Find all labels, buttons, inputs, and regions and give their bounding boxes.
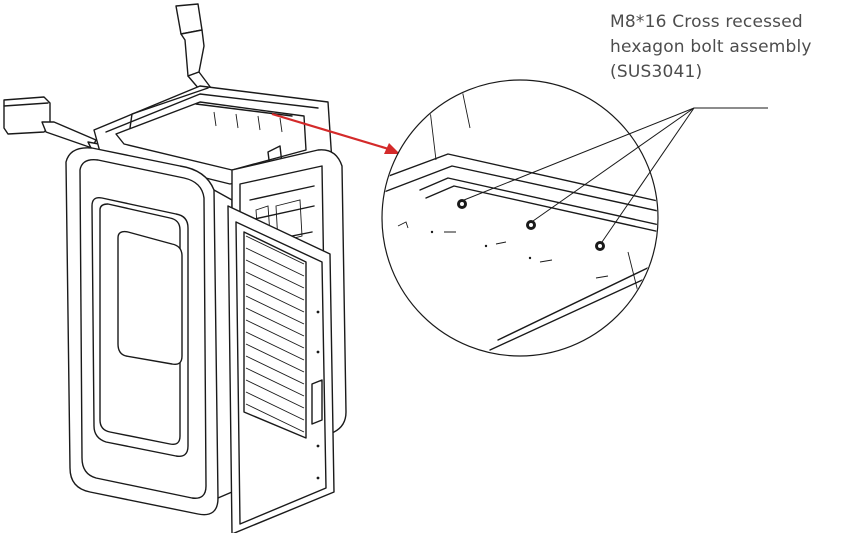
bolt-3 (595, 241, 605, 251)
callout-line-3: (SUS3041) (610, 62, 703, 82)
lifting-bracket-top (175, 3, 215, 97)
cabinet-top-frame (93, 85, 333, 185)
bolt-1 (457, 199, 467, 209)
detail-magnifier (381, 79, 768, 357)
door-handle (311, 379, 323, 425)
door-louvers (243, 231, 307, 439)
callout-line-2: hexagon bolt assembly (610, 37, 812, 57)
callout-line-1: M8*16 Cross recessed (610, 12, 803, 32)
cabinet-body (65, 147, 233, 516)
open-door (227, 205, 335, 535)
bolt-callout-label: M8*16 Cross recessed hexagon bolt assemb… (610, 10, 850, 85)
red-arrow (271, 112, 400, 154)
bolt-2 (526, 220, 536, 230)
